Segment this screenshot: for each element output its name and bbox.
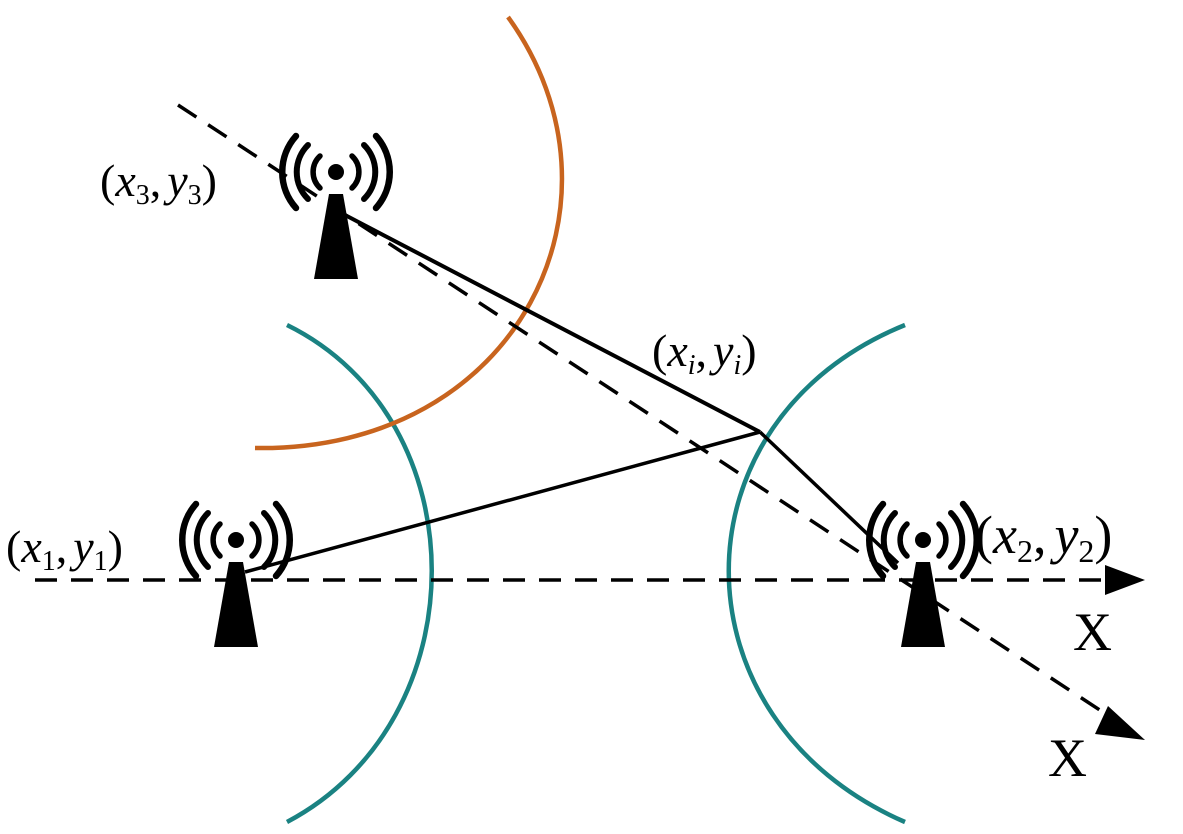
antenna-station-1 xyxy=(179,500,293,647)
axis-x-label: X xyxy=(1073,602,1112,662)
antenna-tower-icon xyxy=(214,562,258,647)
axis-x-prime-arrowhead xyxy=(1095,706,1145,740)
target-coordinate-label: (xi,yi) xyxy=(652,325,757,381)
range-arc-station-3 xyxy=(254,15,565,451)
station-2-coordinate-label: (x2,y2) xyxy=(975,505,1112,569)
range-line-station-1 xyxy=(244,430,761,574)
antenna-station-2 xyxy=(866,500,980,647)
axis-x-prime-label: X xyxy=(1048,728,1087,788)
range-line-station-2 xyxy=(758,430,900,565)
station-1-coordinate-label: (x1,y1) xyxy=(6,521,123,577)
antenna-station-3 xyxy=(279,132,393,279)
range-arc-station-1 xyxy=(285,322,434,824)
station-3-coordinate-label: (x3,y3) xyxy=(100,155,217,211)
axis-x-prime-line xyxy=(177,103,1119,724)
radio-waves-icon xyxy=(866,500,980,580)
range-arc-station-2 xyxy=(726,322,906,825)
antenna-tower-icon xyxy=(314,194,358,279)
antenna-tower-icon xyxy=(901,562,945,647)
axis-x-arrowhead xyxy=(1105,565,1145,595)
radio-waves-icon xyxy=(279,132,393,212)
range-line-station-3 xyxy=(344,213,761,434)
radio-waves-icon xyxy=(179,500,293,580)
